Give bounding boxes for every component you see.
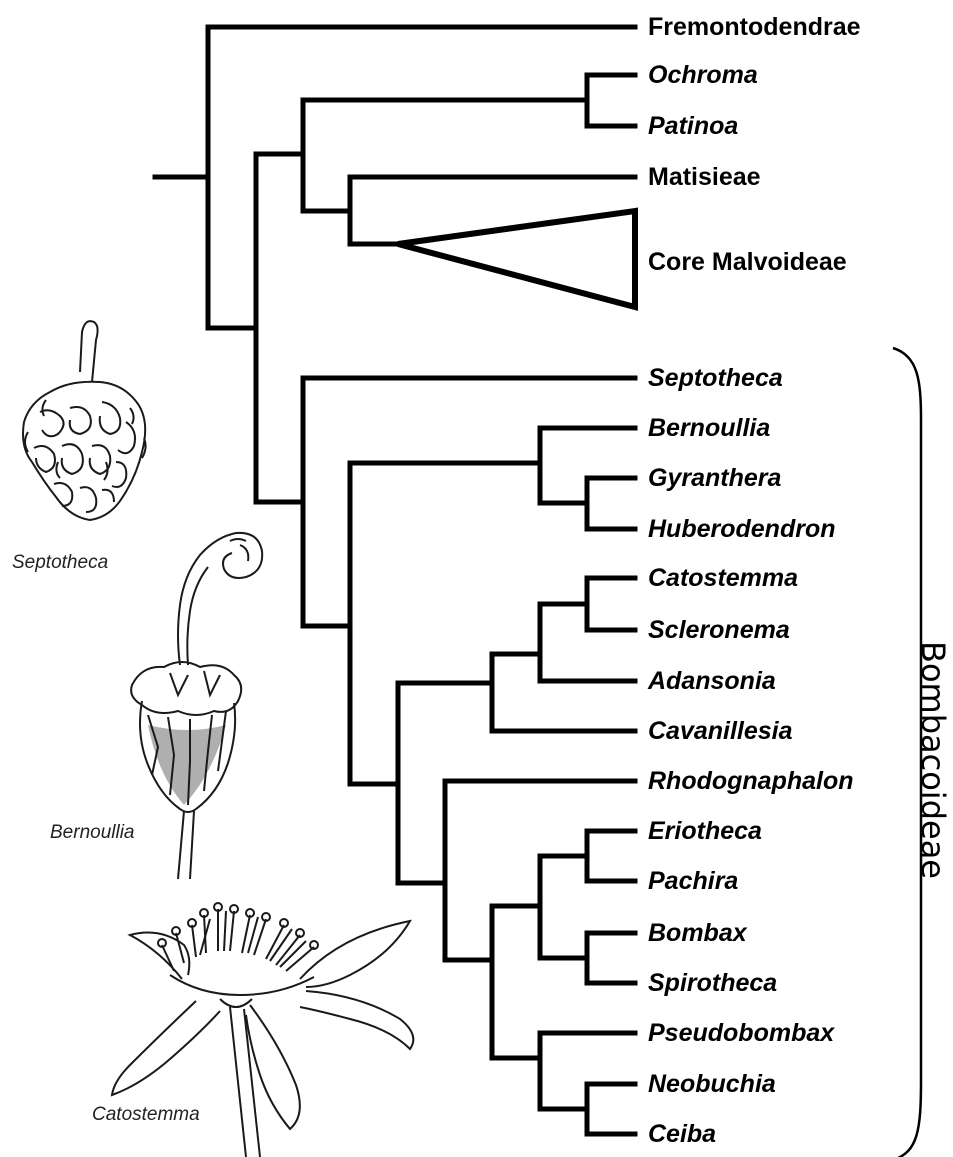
taxon-label-ochroma: Ochroma: [648, 60, 758, 90]
taxon-label-pachira: Pachira: [648, 866, 738, 896]
taxon-label-septotheca: Septotheca: [648, 363, 783, 393]
taxon-label-core-malvoideae: Core Malvoideae: [648, 247, 847, 277]
taxon-label-spirotheca: Spirotheca: [648, 968, 777, 998]
septotheca-fruit-illustration: [10, 312, 160, 542]
taxon-label-scleronema: Scleronema: [648, 615, 790, 645]
taxon-label-cavanillesia: Cavanillesia: [648, 716, 793, 746]
taxon-label-adansonia: Adansonia: [648, 666, 776, 696]
catostemma-illustration-label: Catostemma: [92, 1104, 200, 1126]
core-malvoideae-triangle: [398, 211, 635, 307]
bernoullia-flower-illustration: [118, 525, 268, 885]
taxon-label-matisieae: Matisieae: [648, 162, 761, 192]
taxon-label-fremontodendrae: Fremontodendrae: [648, 12, 861, 42]
taxon-label-bernoullia: Bernoullia: [648, 413, 770, 443]
taxon-label-neobuchia: Neobuchia: [648, 1069, 776, 1099]
taxon-label-patinoa: Patinoa: [648, 111, 738, 141]
taxon-label-ceiba: Ceiba: [648, 1119, 716, 1149]
clade-label-bombacoideae: Bombacoideae: [915, 641, 951, 879]
bernoullia-illustration-label: Bernoullia: [50, 822, 135, 844]
taxon-label-rhodognaphalon: Rhodognaphalon: [648, 766, 854, 796]
taxon-label-catostemma: Catostemma: [648, 563, 798, 593]
septotheca-illustration-label: Septotheca: [12, 552, 108, 574]
taxon-label-pseudobombax: Pseudobombax: [648, 1018, 834, 1048]
taxon-label-gyranthera: Gyranthera: [648, 463, 781, 493]
taxon-label-eriotheca: Eriotheca: [648, 816, 762, 846]
taxon-label-bombax: Bombax: [648, 918, 747, 948]
taxon-label-huberodendron: Huberodendron: [648, 514, 836, 544]
